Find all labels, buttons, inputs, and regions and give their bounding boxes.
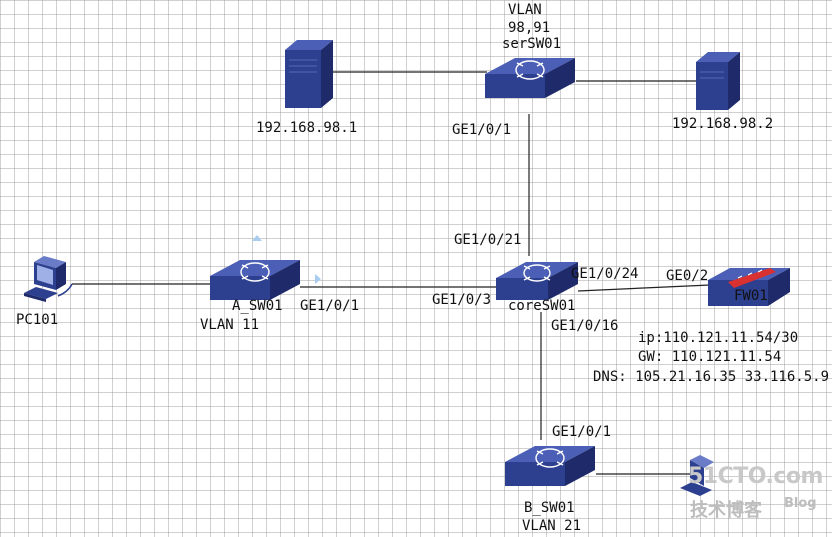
asw01-vlan: VLAN 11	[200, 317, 260, 333]
link-core-fw	[577, 284, 711, 292]
fw-dns-label: DNS: 105.21.16.35 33.116.5.9	[593, 369, 830, 385]
bsw01-name: B_SW01	[524, 500, 575, 516]
port-label-core-ge1021: GE1/0/21	[454, 232, 522, 248]
port-label-core-ge1024: GE1/0/24	[571, 266, 639, 282]
server1-icon	[285, 40, 333, 108]
fw01-name: FW01	[734, 288, 768, 304]
watermark-blog: Blog	[784, 496, 817, 511]
coresw01-switch-icon	[496, 262, 578, 300]
pc2-computer-icon	[680, 455, 714, 496]
server2-ip-label: 192.168.98.2	[672, 116, 774, 132]
port-label-sersw-ge101: GE1/0/1	[452, 122, 512, 138]
pc101-name: PC101	[16, 312, 59, 328]
bsw01-switch-icon	[505, 446, 595, 486]
sersw01-switch-icon	[485, 58, 575, 98]
asw01-switch-icon	[210, 260, 300, 300]
port-label-bsw-ge101: GE1/0/1	[552, 424, 612, 440]
port-label-core-ge103: GE1/0/3	[432, 292, 492, 308]
server1-ip-label: 192.168.98.1	[256, 120, 358, 136]
sersw01-name: serSW01	[502, 36, 562, 52]
port-label-fw-ge02: GE0/2	[666, 268, 709, 284]
fw01-firewall-icon	[708, 268, 790, 306]
asw01-name: A_SW01	[232, 298, 283, 314]
vlan-top-label: VLAN	[508, 2, 542, 18]
vlan-top-ids: 98,91	[508, 20, 551, 36]
fw-ip-label: ip:110.121.11.54/30	[638, 330, 799, 346]
bsw01-vlan: VLAN 21	[522, 518, 582, 534]
port-label-core-ge1016: GE1/0/16	[551, 318, 619, 334]
selection-handle-right	[315, 274, 321, 284]
watermark-sub: 技术博客	[690, 500, 762, 521]
pc101-computer-icon	[24, 256, 73, 302]
port-label-asw-ge101: GE1/0/1	[300, 298, 360, 314]
watermark-brand: 51CTO.com	[688, 464, 823, 489]
coresw01-name: coreSW01	[508, 298, 576, 314]
selection-handle-top	[252, 235, 262, 241]
fw-gateway-label: GW: 110.121.11.54	[638, 349, 782, 365]
server2-icon	[696, 52, 740, 110]
